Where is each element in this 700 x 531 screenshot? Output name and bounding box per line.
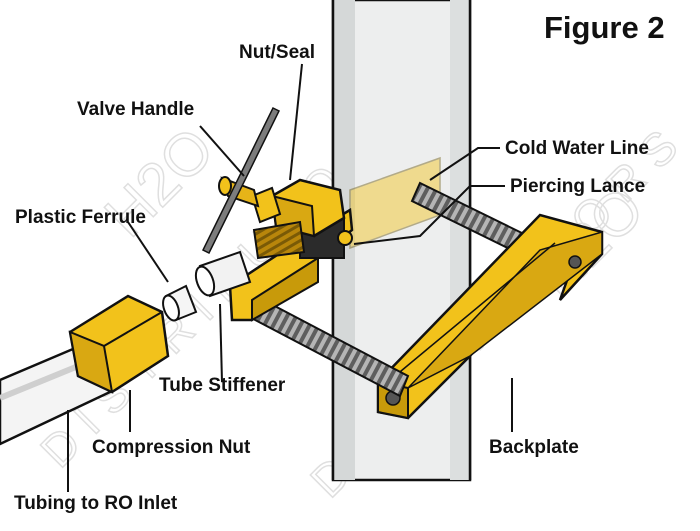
- label-backplate: Backplate: [489, 437, 579, 458]
- label-piercing-lance: Piercing Lance: [510, 176, 646, 197]
- valve-handle-rod: [201, 106, 281, 255]
- label-nut-seal: Nut/Seal: [239, 42, 316, 63]
- leader-lines: [67, 63, 513, 492]
- label-tubing-to-ro-inlet: Tubing to RO Inlet: [14, 493, 178, 514]
- figure-title: Figure 2: [544, 10, 665, 45]
- tube-stiffener-part: [194, 250, 252, 298]
- label-cold-water-line: Cold Water Line: [505, 138, 649, 159]
- leader-cold-water-line: [429, 147, 500, 181]
- leader-valve-handle: [199, 125, 245, 177]
- backplate-part: [376, 213, 604, 420]
- label-valve-handle: Valve Handle: [77, 99, 195, 120]
- saddle-clamp: [228, 207, 354, 322]
- plastic-ferrule-part: [162, 284, 198, 322]
- compression-nut-part: [68, 294, 170, 394]
- label-plastic-ferrule: Plastic Ferrule: [15, 207, 146, 228]
- leader-piercing-lance: [353, 185, 505, 245]
- leader-plastic-ferrule: [127, 221, 169, 283]
- svg-text:H2O: H2O: [92, 115, 227, 250]
- leader-tube-stiffener: [219, 303, 223, 383]
- label-compression-nut: Compression Nut: [92, 437, 251, 458]
- valve-body: [218, 176, 346, 260]
- label-tube-stiffener: Tube Stiffener: [159, 375, 286, 396]
- leader-nut-seal: [289, 63, 303, 181]
